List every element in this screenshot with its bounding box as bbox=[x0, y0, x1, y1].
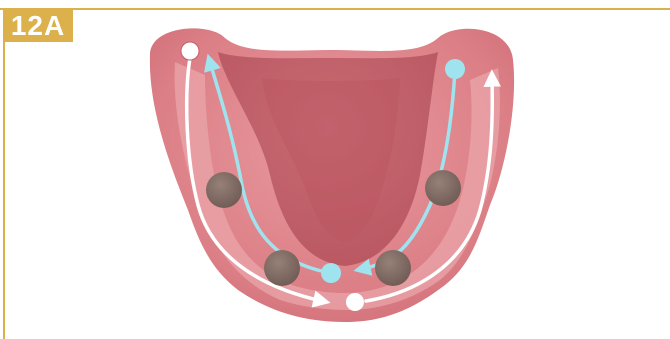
implant-right-anterior bbox=[375, 250, 411, 286]
implant-right-posterior bbox=[425, 170, 461, 206]
cyan-mid-dot bbox=[321, 263, 341, 283]
white-start-dot bbox=[181, 42, 199, 60]
figure-label-badge: 12A bbox=[3, 9, 73, 42]
figure-label: 12A bbox=[3, 9, 73, 42]
implant-left-anterior bbox=[264, 250, 300, 286]
white-mid-dot bbox=[346, 293, 364, 311]
cyan-start-dot bbox=[445, 59, 465, 79]
implant-left-posterior bbox=[206, 172, 242, 208]
